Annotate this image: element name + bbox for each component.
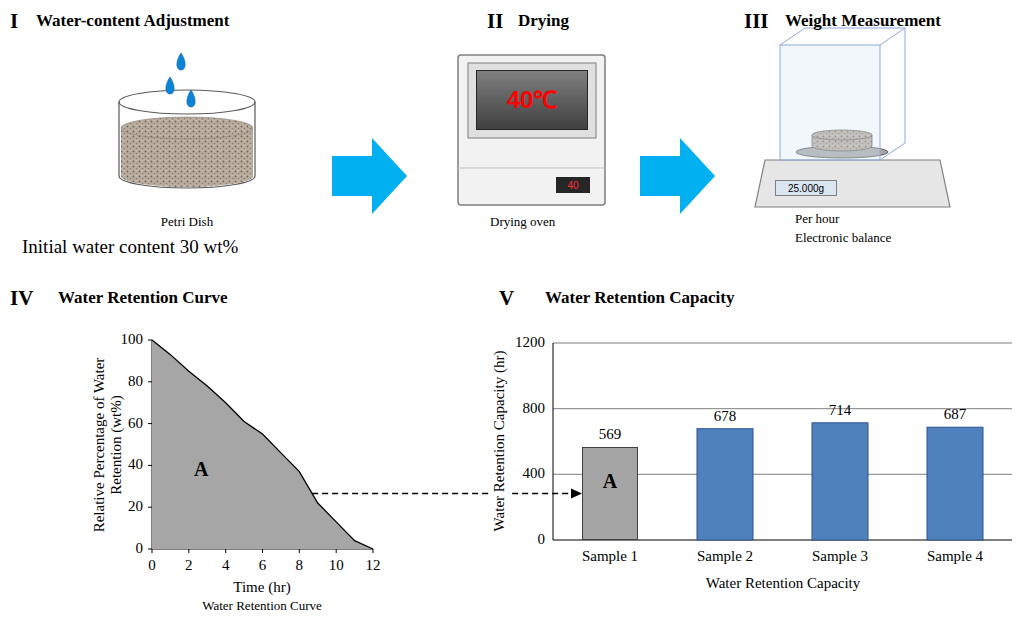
axis-title: Relative Percentage of Water Retention (…	[91, 343, 126, 548]
tick-label: 0	[538, 531, 546, 548]
category-label: Sample 1	[582, 548, 638, 565]
tick-label: 100	[121, 331, 144, 348]
step-title: Water Retention Capacity	[545, 288, 735, 308]
condition-note: Initial water content 30 wt%	[22, 236, 238, 258]
tick-label: 6	[259, 557, 267, 574]
petri-dish	[119, 90, 255, 188]
balance-display: 25.000g	[775, 180, 837, 196]
tick-label: 400	[523, 466, 546, 483]
area-fill	[152, 340, 373, 549]
category-label: Sample 3	[812, 548, 868, 565]
oven-window: 40℃	[476, 70, 588, 130]
step-number: IV	[10, 286, 33, 310]
chart-caption: Water Retention Curve	[202, 599, 322, 614]
tick-label: 80	[128, 373, 143, 390]
oven-display: 40	[556, 177, 590, 193]
step-number: I	[10, 9, 18, 33]
step-title: Water-content Adjustment	[36, 11, 229, 31]
tick-label: 40	[128, 457, 143, 474]
retention-curve	[152, 340, 373, 549]
tick-label: 0	[136, 540, 144, 557]
tick-label: 1200	[515, 334, 545, 351]
axis-title: Time (hr)	[233, 579, 290, 596]
tick-label: 4	[222, 557, 230, 574]
tick-label: 2	[185, 557, 193, 574]
value-label: 569	[599, 426, 622, 443]
tick-label: 8	[296, 557, 304, 574]
bars	[697, 423, 983, 540]
item-label: Per hour	[795, 212, 839, 227]
area-outline	[152, 340, 373, 549]
category-label: Sample 4	[927, 548, 983, 565]
category-label: Sample 2	[697, 548, 753, 565]
value-label: 687	[944, 406, 967, 423]
drying-oven	[458, 55, 605, 205]
step-title: Water Retention Curve	[58, 288, 228, 308]
node-text: A	[194, 458, 208, 480]
tick-label: 12	[366, 557, 381, 574]
axis-title: Water Retention Capacity (hr)	[491, 348, 508, 535]
value-label: 678	[714, 408, 737, 425]
item-label: Electronic balance	[795, 231, 891, 246]
item-label: Drying oven	[490, 215, 555, 230]
sample-bar: A	[582, 447, 638, 540]
arrow-head	[571, 489, 582, 499]
node-text: 40℃	[507, 87, 558, 113]
tick-label: 0	[148, 557, 156, 574]
item-label: Petri Dish	[161, 215, 213, 230]
step-number: V	[499, 286, 514, 310]
water-drops	[166, 53, 195, 107]
step-title: Drying	[518, 11, 569, 31]
retention-area: A	[152, 340, 373, 549]
dashed-connector	[312, 493, 572, 494]
step-number: II	[487, 9, 503, 33]
bar-chart-grid	[553, 343, 1012, 540]
tick-label: 20	[128, 499, 143, 516]
curve-axes	[148, 340, 373, 553]
tick-label: 800	[523, 400, 546, 417]
tick-label: 60	[128, 415, 143, 432]
tick-label: 10	[329, 557, 344, 574]
electronic-balance	[755, 28, 950, 207]
node-text: 40	[567, 180, 578, 191]
value-label: 714	[829, 402, 852, 419]
process-arrow	[640, 138, 715, 214]
node-text: A	[603, 470, 617, 492]
step-number: III	[744, 9, 769, 33]
node-text: 25.000g	[788, 183, 824, 194]
axis-title: Water Retention Capacity	[706, 575, 861, 592]
process-arrow	[332, 138, 407, 214]
step-title: Weight Measurement	[785, 11, 941, 31]
